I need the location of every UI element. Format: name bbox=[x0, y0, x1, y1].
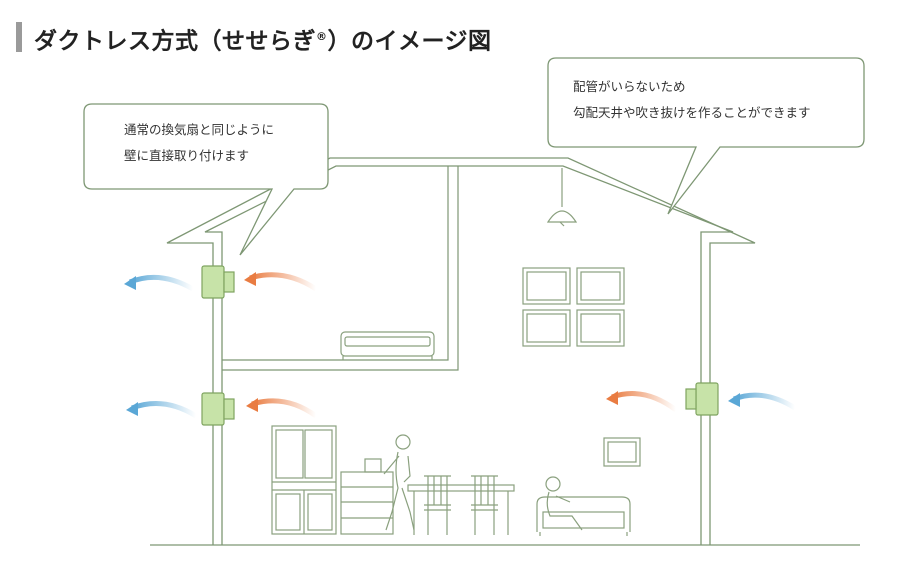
page-title: ダクトレス方式（せせらぎ®）のイメージ図 bbox=[34, 22, 492, 57]
callout-line: 通常の換気扇と同じように bbox=[124, 122, 275, 137]
wall-fan-icon bbox=[201, 265, 235, 299]
air-flow-arrow-icon bbox=[246, 398, 318, 419]
callout-bubble-right bbox=[547, 57, 865, 215]
pendant-lamp-icon bbox=[546, 168, 578, 227]
title-accent-bar bbox=[16, 22, 22, 52]
callout-text-right: 配管がいらないため 勾配天井や吹き抜けを作ることができます bbox=[573, 74, 811, 126]
title-main: ダクトレス方式（せせらぎ bbox=[34, 28, 316, 55]
cupboard-icon bbox=[271, 425, 337, 535]
air-flow-arrow-icon bbox=[728, 392, 797, 411]
callout-bubbles bbox=[83, 57, 865, 256]
air-flow-arrow-icon bbox=[126, 401, 198, 419]
callout-text-left: 通常の換気扇と同じように 壁に直接取り付けます bbox=[124, 117, 274, 169]
air-flow-arrow-icon bbox=[124, 274, 195, 292]
dining-table-icon bbox=[407, 475, 515, 535]
sofa-icon bbox=[536, 476, 631, 536]
house-outline bbox=[166, 157, 756, 545]
callout-line: 配管がいらないため bbox=[573, 79, 686, 94]
callout-bubble-left bbox=[83, 103, 329, 256]
house-interior-walls bbox=[222, 166, 459, 371]
wall-fan-icon bbox=[201, 392, 235, 426]
drawer-chest-icon bbox=[340, 458, 394, 535]
intake-arrows bbox=[244, 272, 678, 419]
wall-picture-frames bbox=[522, 267, 641, 467]
bed-icon bbox=[340, 331, 435, 360]
title-suffix: ）のイメージ図 bbox=[327, 28, 492, 55]
wall-fan-icon bbox=[685, 382, 719, 416]
registered-mark: ® bbox=[316, 30, 328, 43]
wall-fans bbox=[201, 265, 719, 426]
air-flow-arrow-icon bbox=[244, 272, 318, 292]
callout-line: 勾配天井や吹き抜けを作ることができます bbox=[573, 105, 811, 120]
person-icon bbox=[383, 434, 415, 531]
exhaust-arrows bbox=[124, 274, 797, 419]
callout-line: 壁に直接取り付けます bbox=[124, 148, 250, 163]
air-flow-arrow-icon bbox=[606, 391, 678, 413]
